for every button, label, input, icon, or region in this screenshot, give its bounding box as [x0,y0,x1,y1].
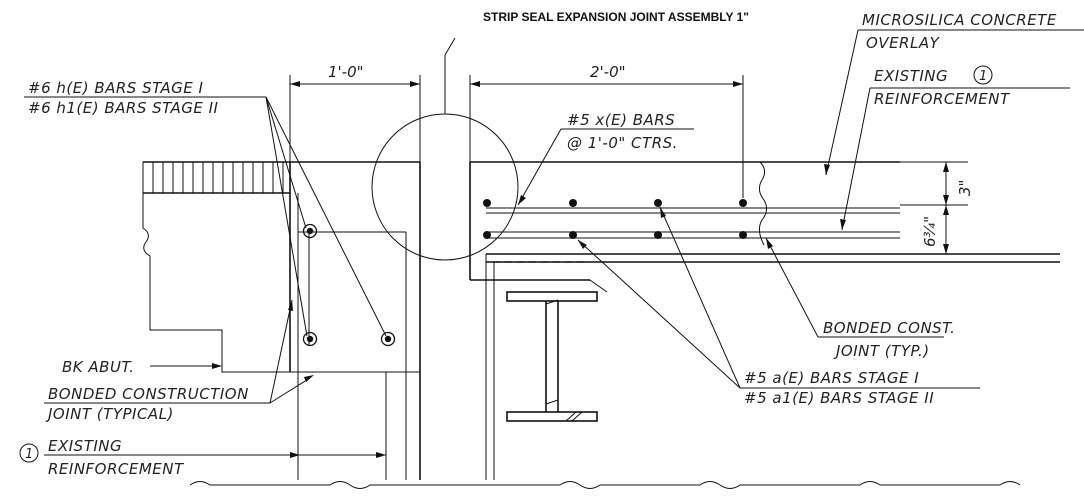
existing-bottom-label-line2: REINFORCEMENT [48,460,185,478]
microsilica-label-line2: OVERLAY [866,34,941,52]
x-bar-top-4 [739,199,747,207]
dimension-depths: 3" 6¾" [900,161,1040,255]
a-bars-label-group: #5 a(E) BARS STAGE I #5 a1(E) BARS STAGE… [577,206,980,407]
a-bars-label-line2: #5 a1(E) BARS STAGE II [744,389,934,407]
h-bars-label-group: #6 h(E) BARS STAGE I #6 h1(E) BARS STAGE… [24,79,387,337]
strip-seal-label: STRIP SEAL EXPANSION JOINT ASSEMBLY 1" [483,10,749,24]
x-bar-top-1 [483,199,491,207]
a-bar-3 [654,231,662,239]
a-bar-1 [483,231,491,239]
existing-bottom-label-line1: EXISTING [48,437,122,455]
microsilica-label-group: MICROSILICA CONCRETE OVERLAY [824,11,1084,176]
note-number-bottom: 1 [25,447,33,462]
steel-girder [506,291,598,422]
bonded-construction-label-line2: JOINT (TYPICAL) [45,405,174,423]
overlay-depth-dim: 3" [956,180,974,196]
deck-spacing-dim: 2'-0" [590,63,626,81]
x-bar-top-3 [654,199,662,207]
bonded-construction-label-line1: BONDED CONSTRUCTION [48,385,249,403]
bk-abut-label-group: BK ABUT. [62,358,222,376]
existing-reinforcement-bottom-group: 1 EXISTING REINFORCEMENT [19,437,386,478]
a-bar-2 [569,231,577,239]
deck-slab [469,161,1060,480]
a-bar-4 [739,231,747,239]
existing-top-label-line1: EXISTING [874,67,948,85]
deck-depth-dim: 6¾" [921,216,939,247]
x-bars-label-line1: #5 x(E) BARS [567,111,675,129]
x-bars-label-line2: @ 1'-0" CTRS. [567,134,678,152]
h-bar-top [302,223,318,239]
bonded-construction-joint-label-group: BONDED CONSTRUCTION JOINT (TYPICAL) [44,299,314,423]
note-number-top: 1 [979,69,987,84]
bonded-const-label-line2: JOINT (TYP.) [833,342,930,360]
microsilica-label-line1: MICROSILICA CONCRETE [862,11,1057,29]
h-bars-label-line1: #6 h(E) BARS STAGE I [28,79,204,97]
x-bar-top-2 [569,199,577,207]
h-bar-bottom-right [380,331,396,347]
dimension-deck-spacing: 2'-0" [469,63,744,198]
h-bars-label-line2: #6 h1(E) BARS STAGE II [28,99,219,117]
bk-abut-label: BK ABUT. [62,358,135,376]
x-bars-label-group: #5 x(E) BARS @ 1'-0" CTRS. [517,111,694,206]
existing-reinforcement-top-group: EXISTING 1 REINFORCEMENT [840,65,1070,231]
bonded-const-joint-right-group: BONDED CONST. JOINT (TYP.) [765,237,955,360]
existing-top-label-line2: REINFORCEMENT [874,90,1011,108]
bonded-const-label-line1: BONDED CONST. [823,319,955,337]
h-bar-bottom-left [302,331,318,347]
abutment-width-dim: 1'-0" [328,63,364,81]
a-bars-label-line1: #5 a(E) BARS STAGE I [744,369,919,387]
backwall-hatch [142,161,420,194]
dimension-abutment-width: 1'-0" [289,63,421,162]
strip-seal-callout: STRIP SEAL EXPANSION JOINT ASSEMBLY 1" [371,10,749,261]
bottom-break-line [189,481,1021,489]
